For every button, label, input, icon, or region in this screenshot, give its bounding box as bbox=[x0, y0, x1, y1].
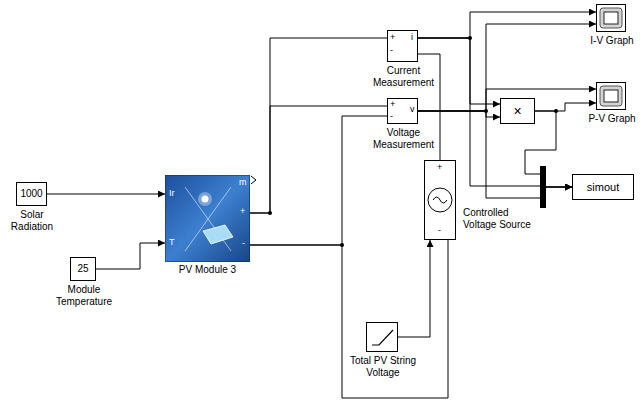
voltage-source-icon bbox=[425, 161, 457, 241]
scope-block: P-V Graph bbox=[596, 82, 626, 110]
block-name: Solar Radiation bbox=[5, 209, 59, 233]
physical-wire bbox=[250, 116, 387, 245]
block-value: simout bbox=[587, 181, 619, 194]
terminal-label: - bbox=[390, 45, 393, 55]
output-port bbox=[251, 176, 256, 184]
port-label: - bbox=[242, 238, 245, 248]
port-label: Ir bbox=[169, 188, 175, 198]
block-name: Current Measurement bbox=[369, 65, 439, 89]
terminal-label: - bbox=[390, 111, 393, 121]
physical-wire bbox=[250, 38, 387, 213]
signal-name: i bbox=[411, 32, 413, 42]
block-value: 25 bbox=[77, 263, 88, 275]
signal-line bbox=[418, 12, 596, 38]
signal-line bbox=[535, 103, 596, 111]
terminal-label: - bbox=[438, 225, 441, 235]
signal-line bbox=[418, 38, 500, 104]
signal-line bbox=[418, 38, 572, 187]
block-name: Controlled Voltage Source bbox=[463, 207, 539, 231]
ramp-icon bbox=[367, 323, 399, 353]
mux-bar bbox=[540, 166, 546, 208]
block-name: Voltage Measurement bbox=[369, 127, 439, 151]
signal-line bbox=[96, 243, 165, 269]
pv-module-icon bbox=[165, 175, 250, 262]
port-label: T bbox=[169, 237, 175, 247]
physical-wire bbox=[250, 106, 387, 213]
physical-wire bbox=[250, 240, 448, 398]
scope-block: I-V Graph bbox=[596, 4, 626, 32]
port-label: m bbox=[239, 177, 247, 187]
signal-line bbox=[398, 240, 430, 337]
scope-icon bbox=[597, 83, 627, 111]
port-label: + bbox=[240, 206, 245, 216]
junction-dots bbox=[268, 36, 558, 247]
workspace-block: simout bbox=[572, 174, 634, 200]
terminal-label: + bbox=[390, 99, 395, 109]
block-name: Total PV String Voltage bbox=[349, 355, 417, 379]
pv-module-block: PV Module 3 bbox=[165, 175, 250, 262]
block-name: PV Module 3 bbox=[163, 264, 253, 276]
scope-icon bbox=[597, 5, 627, 33]
constant-block: 1000Solar Radiation bbox=[16, 182, 47, 206]
signal-name: v bbox=[410, 104, 415, 114]
product-block: × bbox=[500, 98, 535, 124]
ramp-block: Total PV String Voltage bbox=[366, 322, 398, 352]
terminal-label: + bbox=[390, 32, 395, 42]
constant-block: 25Module Temperature bbox=[70, 257, 96, 281]
block-value: 1000 bbox=[20, 188, 42, 200]
block-name: Module Temperature bbox=[53, 284, 115, 308]
block-name: P-V Graph bbox=[586, 113, 638, 125]
signal-line bbox=[47, 194, 165, 195]
block-name: I-V Graph bbox=[586, 35, 638, 47]
block-value: × bbox=[513, 103, 521, 119]
terminal-label: + bbox=[437, 162, 442, 172]
